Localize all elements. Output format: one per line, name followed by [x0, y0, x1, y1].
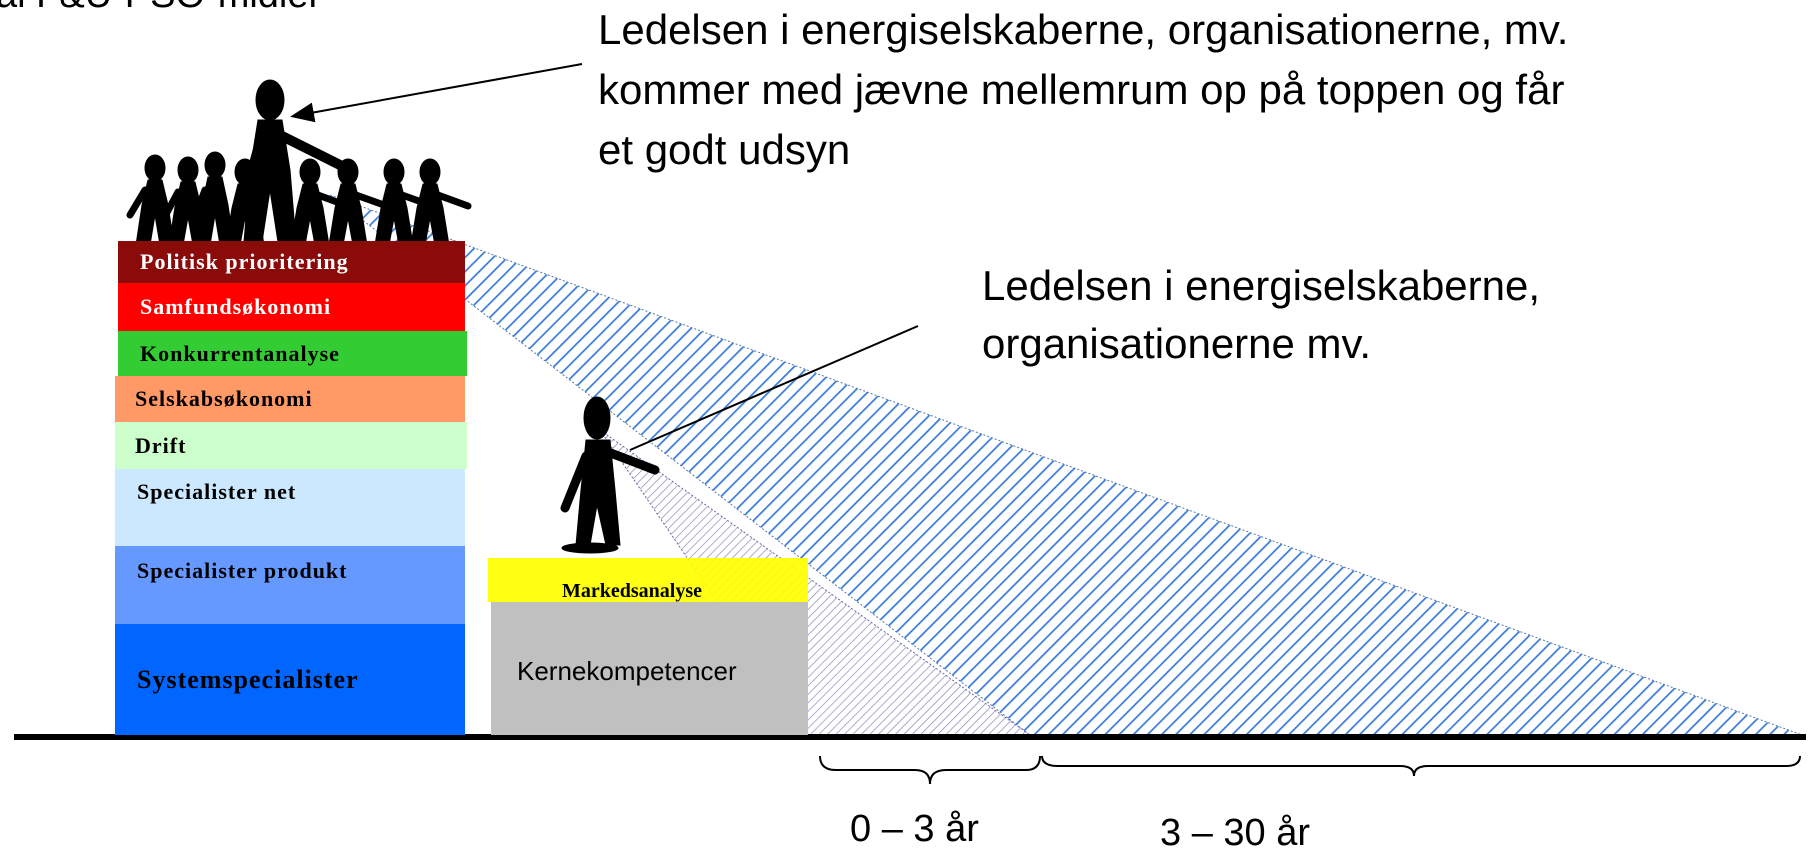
- short-range-label: 0 – 3 år: [850, 808, 979, 850]
- people-silhouette-icon: [126, 79, 472, 246]
- brace-long: [1041, 755, 1801, 777]
- block-politisk-prioritering: Politisk prioritering: [118, 241, 465, 283]
- partial-title: al F&U-PSO-midler: [0, 0, 321, 17]
- mid-note-line-2: organisationerne mv.: [982, 320, 1372, 367]
- top-note-line-1: Ledelsen i energiselskaberne, organisati…: [598, 6, 1569, 53]
- block-label: Systemspecialister: [137, 665, 359, 694]
- block-label: Specialister net: [137, 479, 297, 504]
- top-note-line-3: et godt udsyn: [598, 126, 851, 173]
- block-systemspecialister: Systemspecialister: [115, 624, 465, 735]
- kernekompetencer-label: Kernekompetencer: [517, 656, 737, 686]
- block-selskabsokonomi: Selskabsøkonomi: [115, 376, 465, 422]
- brace-short: [819, 755, 1041, 785]
- block-samfundsokonomi: Samfundsøkonomi: [118, 283, 465, 331]
- block-drift: Drift: [115, 422, 467, 469]
- block-label: Konkurrentanalyse: [140, 341, 340, 366]
- block-label: Specialister produkt: [137, 558, 348, 583]
- block-label: Selskabsøkonomi: [135, 386, 313, 411]
- block-konkurrentanalyse: Konkurrentanalyse: [118, 331, 467, 376]
- block-specialister-produkt: Specialister produkt: [115, 546, 465, 624]
- long-range-label: 3 – 30 år: [1160, 812, 1310, 854]
- block-markedsanalyse: [488, 558, 808, 602]
- block-label: Samfundsøkonomi: [140, 294, 332, 319]
- person-pointing-icon: [560, 396, 660, 554]
- block-label: Politisk prioritering: [140, 249, 349, 274]
- mid-note-line-1: Ledelsen i energiselskaberne,: [982, 262, 1541, 309]
- top-note-arrow: [290, 63, 583, 123]
- top-note-line-2: kommer med jævne mellemrum op på toppen …: [598, 66, 1565, 113]
- markedsanalyse-label: Markedsanalyse: [562, 580, 702, 602]
- block-specialister-net: Specialister net: [115, 469, 465, 546]
- block-kernekompetencer: [491, 602, 808, 735]
- block-label: Drift: [135, 433, 187, 458]
- mid-note-line: [629, 325, 919, 451]
